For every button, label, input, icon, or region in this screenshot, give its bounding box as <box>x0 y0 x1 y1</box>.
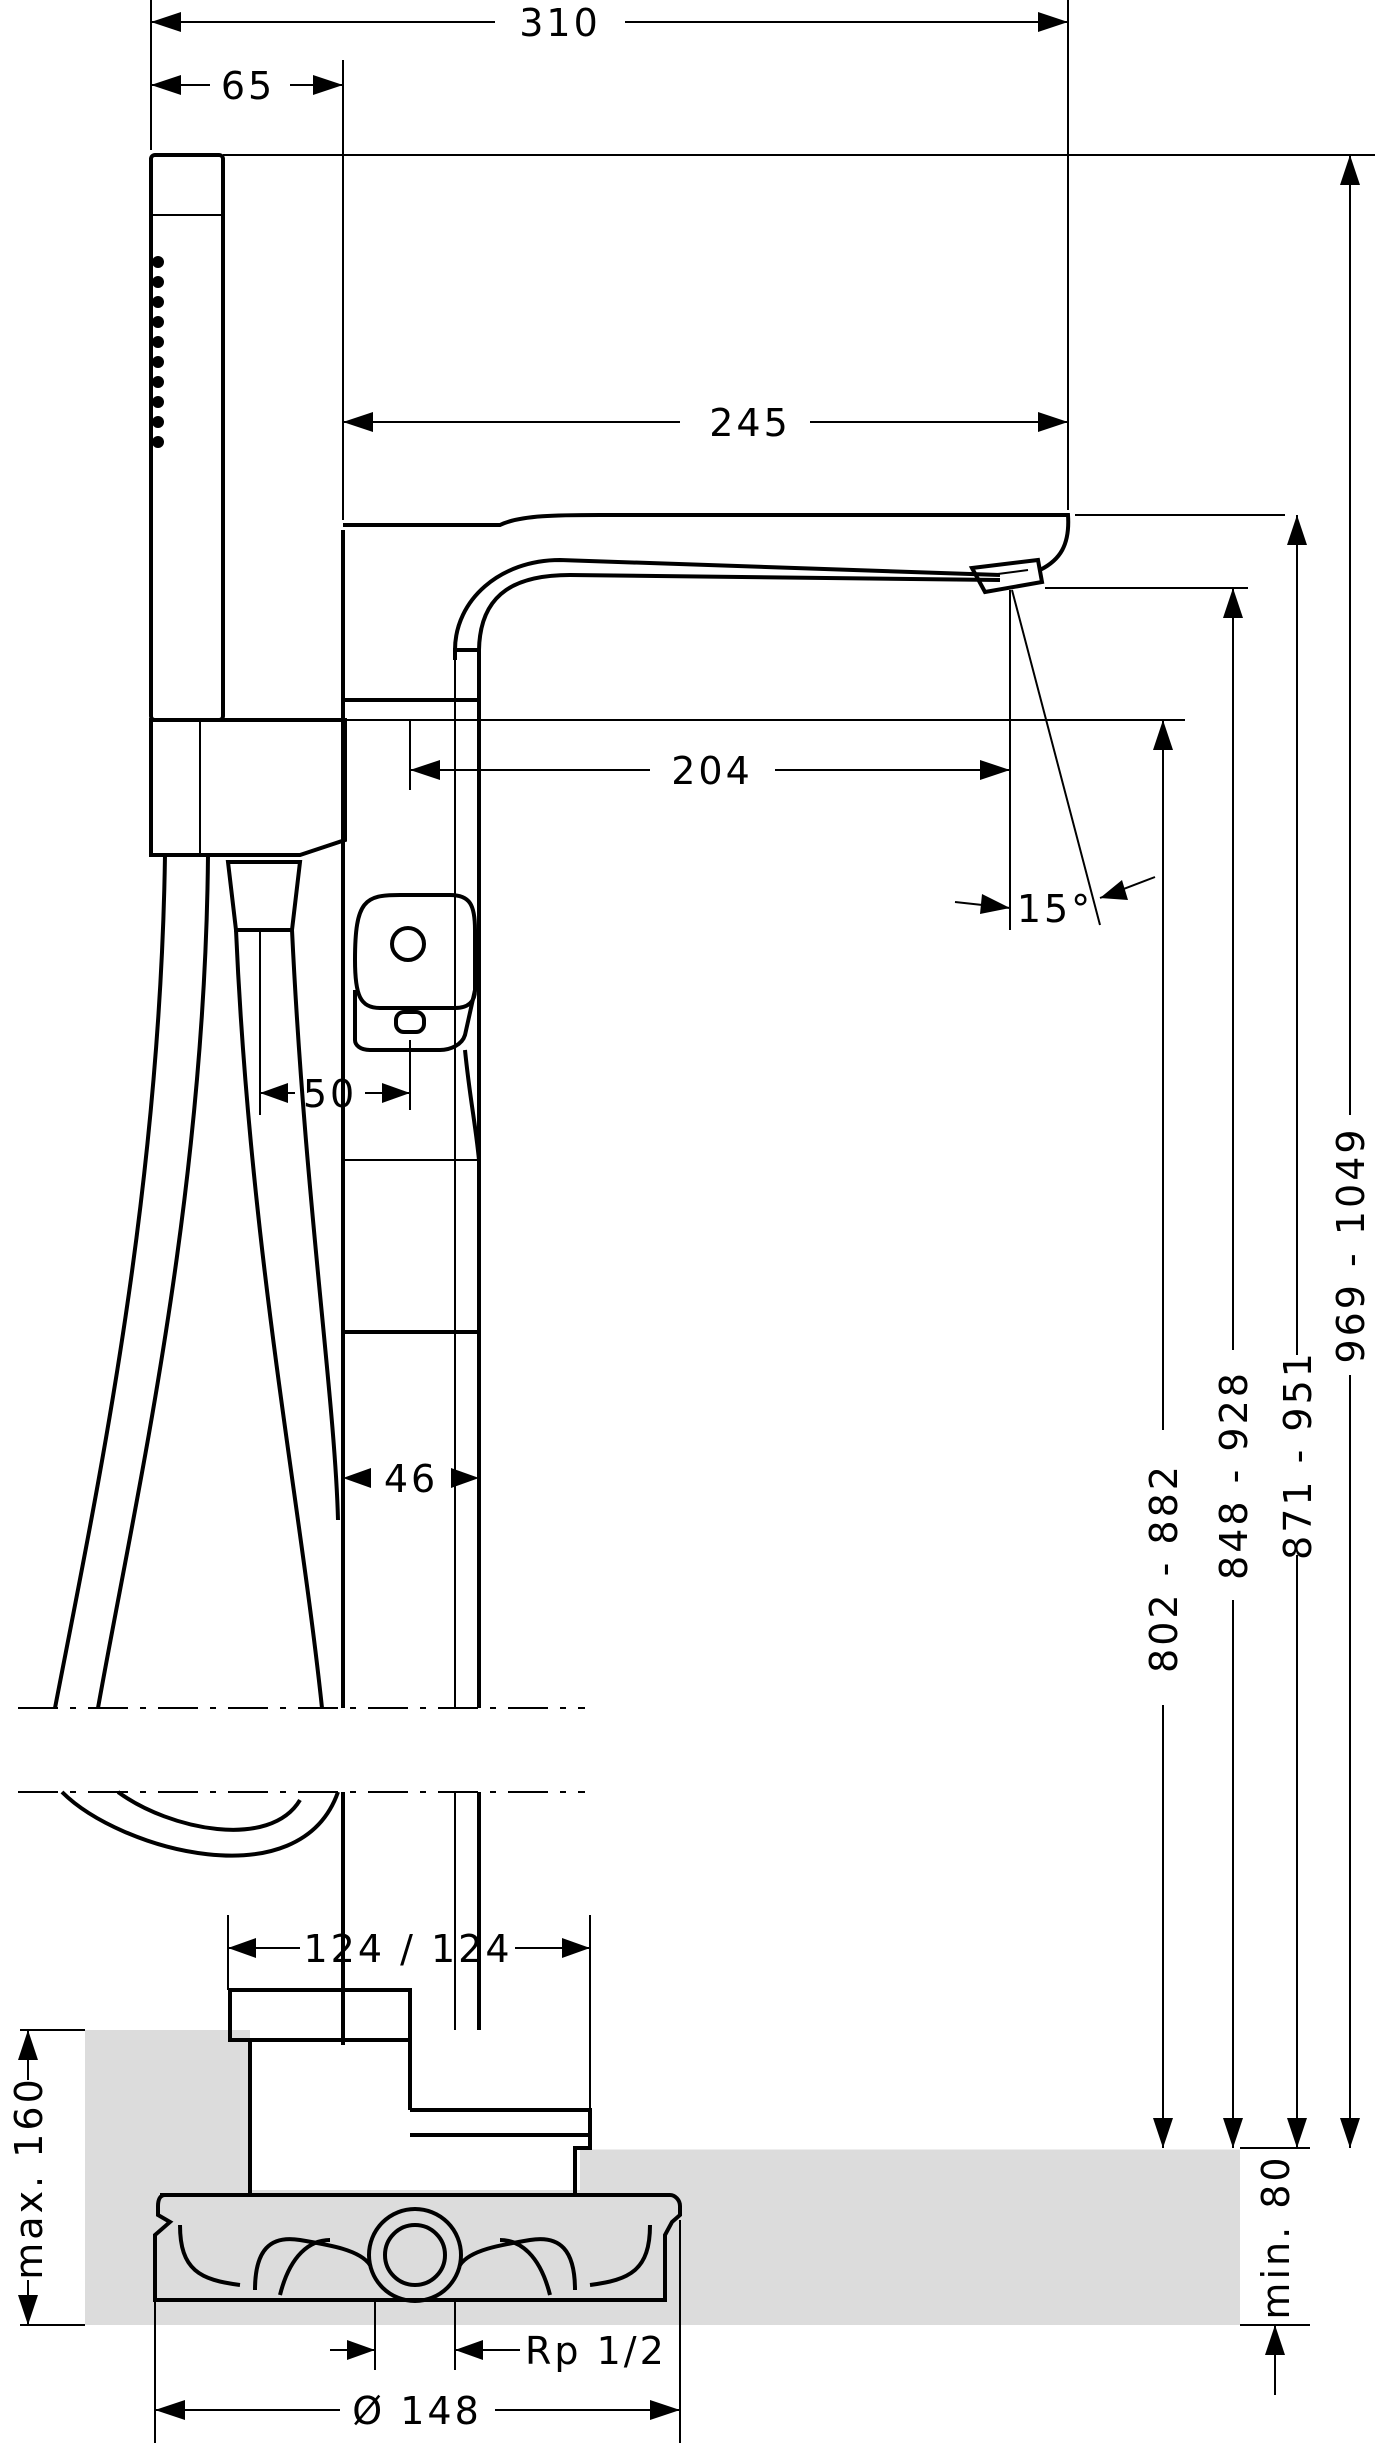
label-15-degrees: 15° <box>1017 887 1093 931</box>
label-969-1049: 969 - 1049 <box>1329 1126 1373 1363</box>
floor-section <box>85 2030 1240 2325</box>
label-871-951: 871 - 951 <box>1276 1350 1320 1560</box>
label-rp-1-2: Rp 1/2 <box>525 2329 667 2373</box>
column <box>341 530 481 2045</box>
hoses <box>53 854 340 1858</box>
label-802-882: 802 - 882 <box>1142 1463 1186 1673</box>
label-245: 245 <box>709 401 791 445</box>
spout <box>341 513 1071 721</box>
dim-handshower-offset: 65 <box>151 64 343 108</box>
dim-height-spout-top: 871 - 951 <box>1276 515 1320 2148</box>
label-848-928: 848 - 928 <box>1212 1370 1256 1580</box>
mixer-handle <box>352 893 481 1161</box>
dim-min-depth: min. 80 <box>1254 2154 1298 2395</box>
dim-handle-offset: 50 <box>260 1072 410 1116</box>
dim-max-depth: max. 160 <box>7 2030 51 2325</box>
dim-column-width: 46 <box>343 1457 479 1501</box>
dim-base-diameter: Ø 148 <box>155 2389 680 2433</box>
extension-lines <box>20 0 1375 2443</box>
label-204: 204 <box>671 749 753 793</box>
label-310: 310 <box>519 1 601 45</box>
dim-overall-width: 310 <box>151 1 1068 45</box>
dim-spout-reach: 245 <box>343 401 1068 445</box>
label-diameter-148: Ø 148 <box>352 2389 482 2433</box>
dim-height-aerator: 848 - 928 <box>1212 588 1256 2148</box>
label-46: 46 <box>384 1457 438 1501</box>
label-124-124: 124 / 124 <box>303 1927 512 1971</box>
dim-outlet-reach: 204 <box>410 749 1010 793</box>
aerator-icon <box>968 557 1045 595</box>
dim-thread: Rp 1/2 <box>330 2329 667 2373</box>
dim-height-total: 969 - 1049 <box>1329 155 1373 2148</box>
label-min-80: min. 80 <box>1254 2154 1298 2319</box>
dim-spray-angle: 15° <box>954 876 1156 931</box>
floor-mount <box>153 1988 682 2303</box>
label-50: 50 <box>303 1072 357 1116</box>
shower-holder <box>149 718 347 932</box>
spray-nozzles-icon <box>152 256 164 448</box>
dim-height-outlet: 802 - 882 <box>1142 720 1186 2148</box>
hand-shower <box>149 153 225 722</box>
label-max-160: max. 160 <box>7 2076 51 2279</box>
break-lines <box>18 1707 585 1793</box>
dim-base-spacing: 124 / 124 <box>228 1927 590 1971</box>
label-65: 65 <box>221 64 275 108</box>
